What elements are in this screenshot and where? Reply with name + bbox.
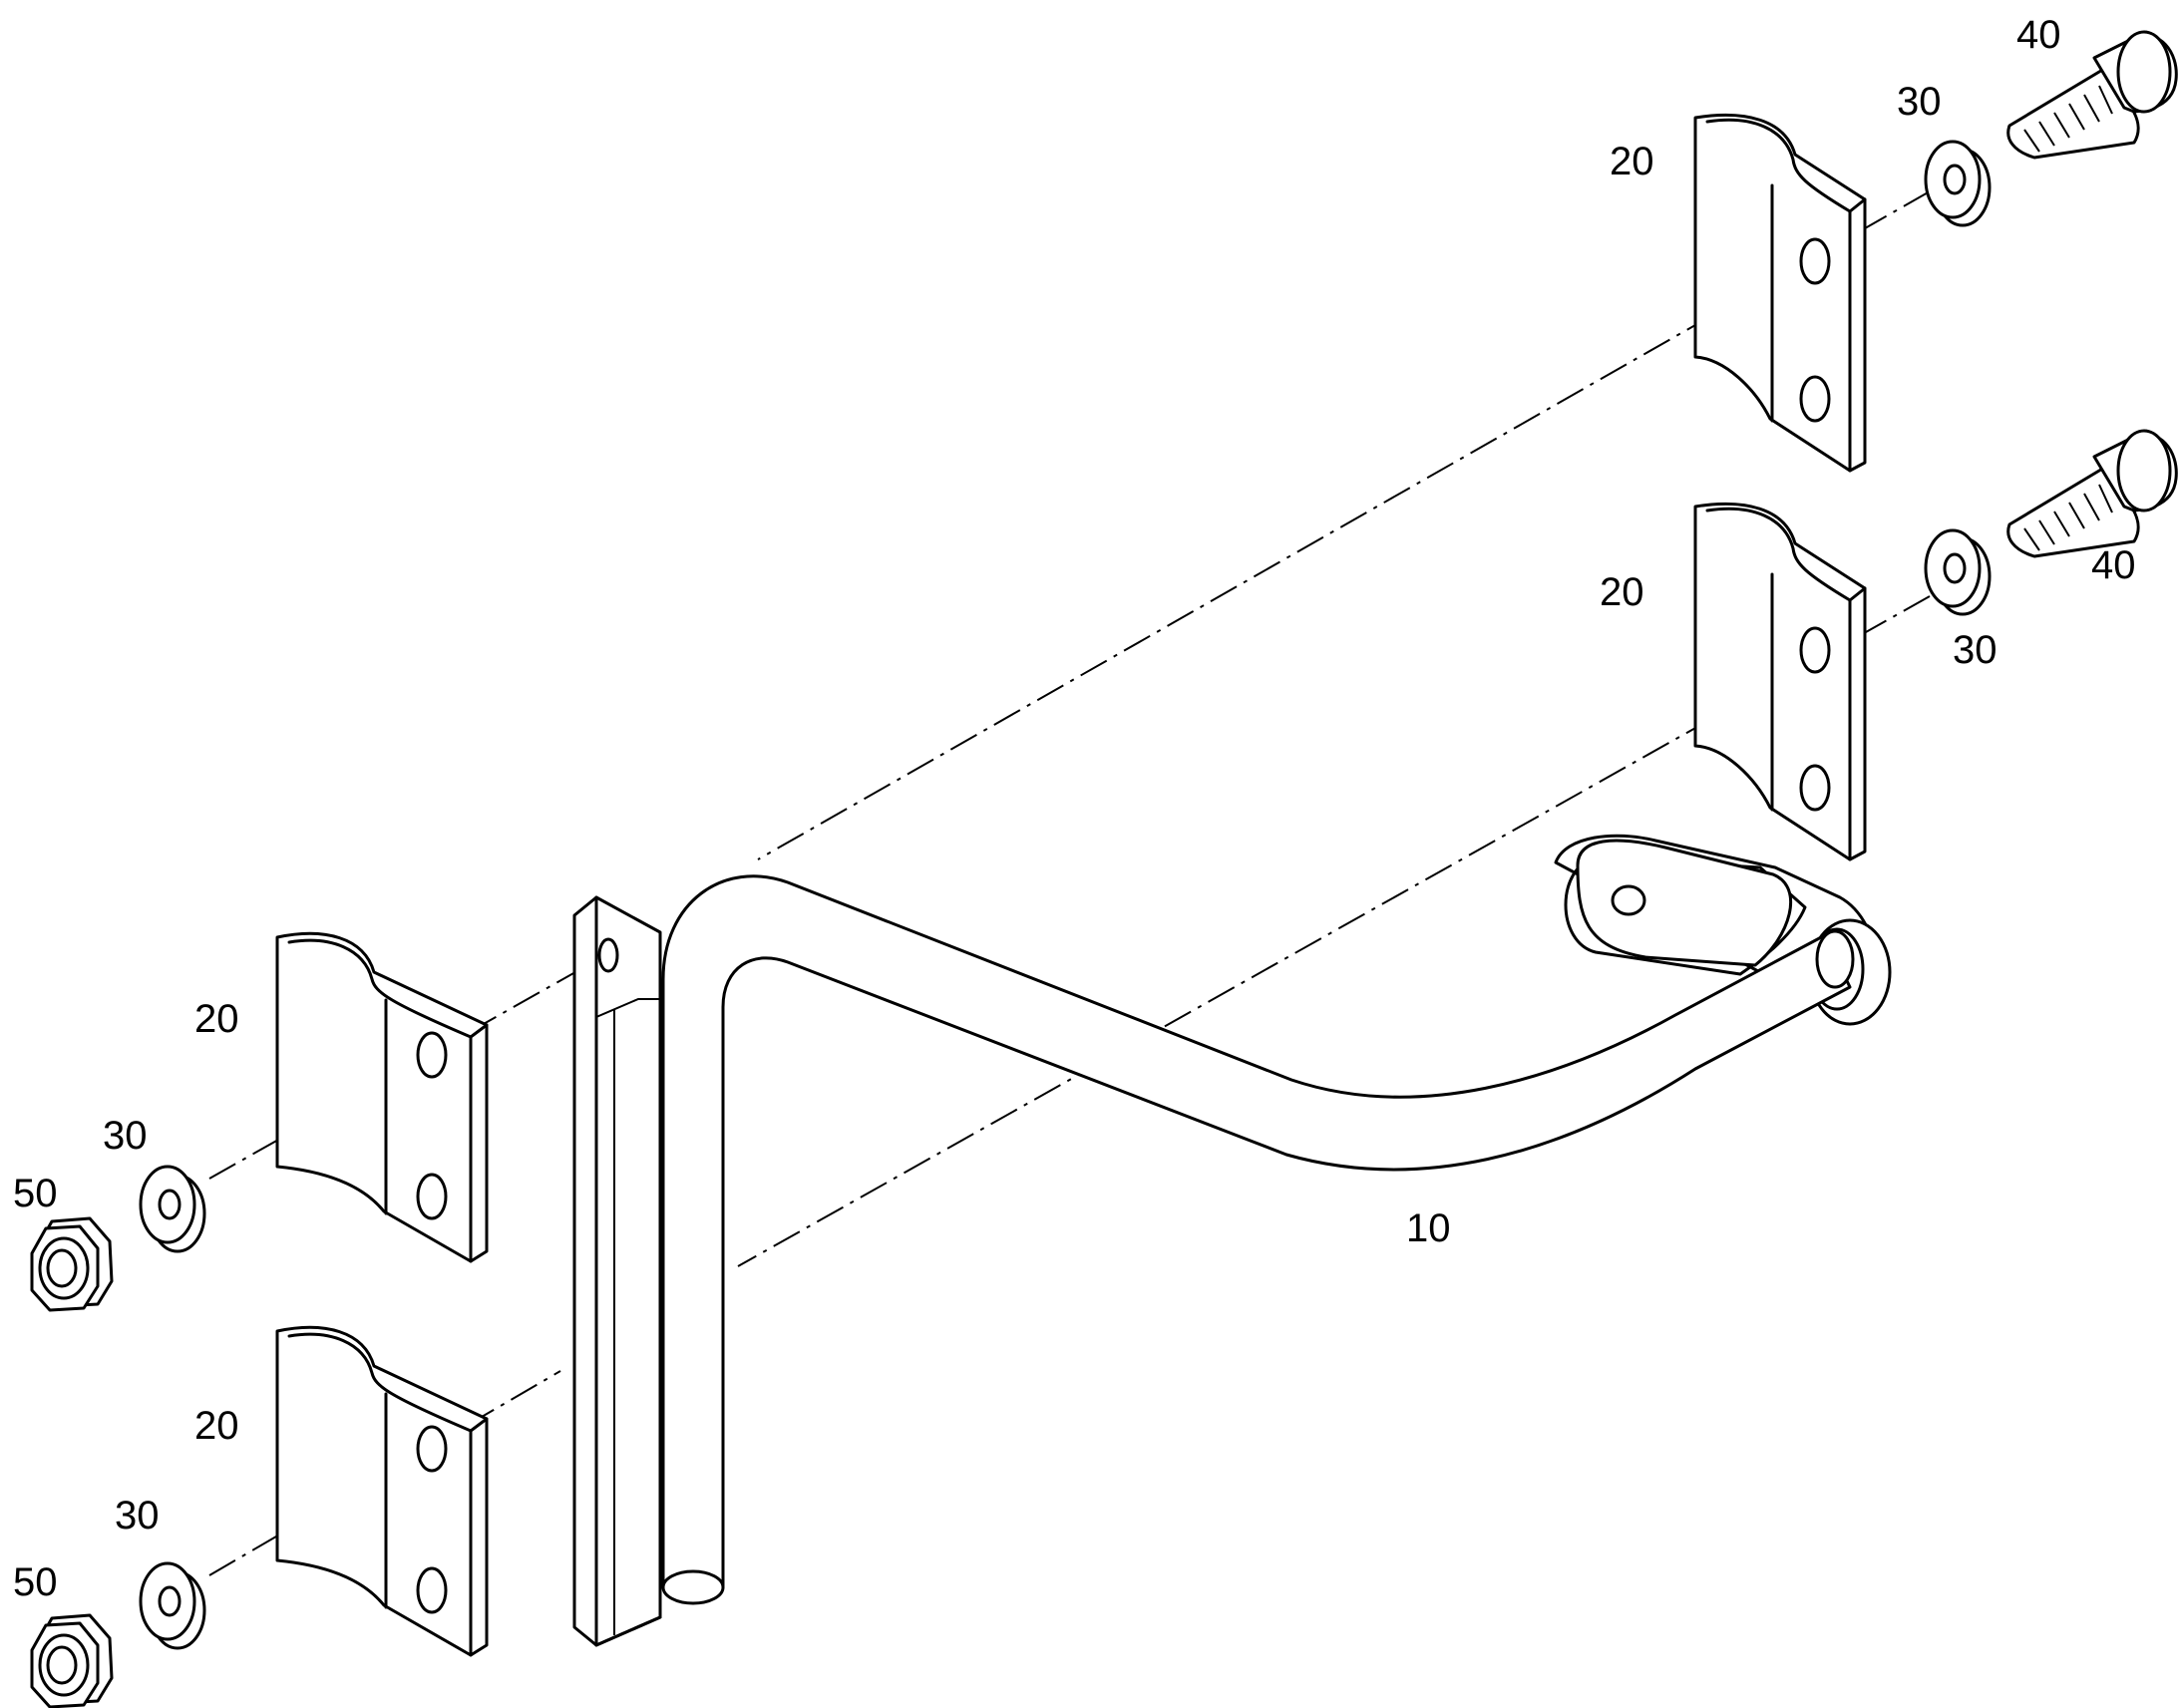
washer-upper-left (139, 1165, 206, 1253)
callout-nut-lower: 50 (13, 1560, 58, 1604)
bolt-top (2006, 30, 2178, 160)
bolt-mid (2006, 429, 2178, 558)
hex-nut-upper (30, 1216, 114, 1312)
callout-washer-upper-left: 30 (103, 1114, 148, 1158)
callout-bracket-upper-left: 20 (194, 997, 239, 1041)
callout-bolt-top: 40 (2016, 13, 2061, 57)
callout-bracket-mid-right: 20 (1600, 570, 1644, 614)
callout-washer-mid-right: 30 (1953, 628, 1998, 672)
washer-top-right (1924, 140, 1992, 227)
callout-washer-top-right: 30 (1897, 80, 1942, 124)
clamp-bracket-lower-left (275, 1325, 489, 1657)
clamp-bracket-upper-left (275, 931, 489, 1263)
hex-nut-lower (30, 1613, 114, 1708)
clamp-bracket-top-right (1693, 113, 1867, 473)
callout-bracket-lower-left: 20 (194, 1404, 239, 1448)
rail-assembly (572, 834, 1892, 1647)
callout-rail: 10 (1406, 1206, 1451, 1250)
callout-labels: 10 20 20 20 20 30 30 30 30 40 40 50 50 (13, 13, 2136, 1604)
washer-mid-right (1924, 528, 1992, 616)
clamp-bracket-mid-right (1693, 502, 1867, 861)
washer-lower-left (139, 1561, 206, 1650)
callout-bracket-top-right: 20 (1610, 140, 1654, 183)
callout-washer-lower-left: 30 (115, 1494, 160, 1537)
callout-bolt-mid: 40 (2091, 543, 2136, 587)
callout-nut-upper: 50 (13, 1172, 58, 1215)
